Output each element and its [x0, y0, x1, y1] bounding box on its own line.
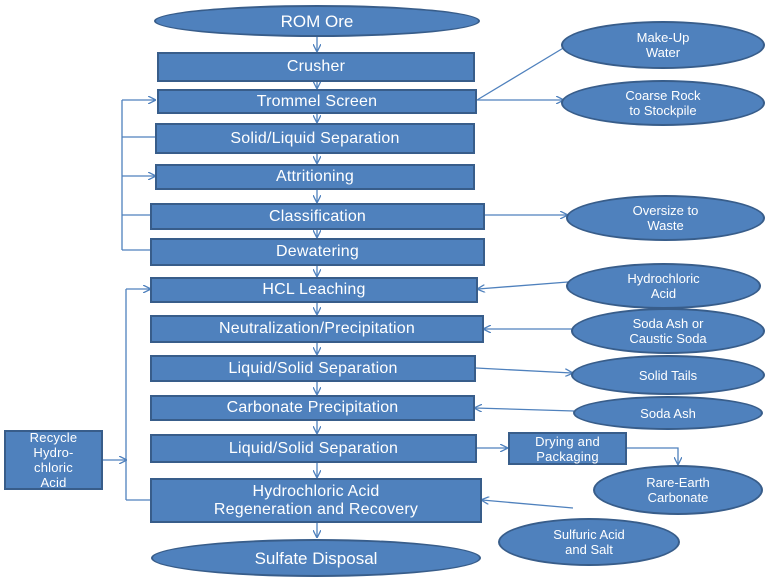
oversize-node: Oversize to Waste [566, 195, 765, 241]
rom-ore-node: ROM Ore [154, 5, 480, 37]
regeneration-label: Hydrochloric Acid Regeneration and Recov… [213, 482, 419, 518]
neutralization-label: Neutralization/Precipitation [219, 320, 415, 337]
rom-ore-label: ROM Ore [280, 11, 354, 31]
trommel-screen-label: Trommel Screen [256, 92, 378, 110]
crusher-box: Crusher [157, 52, 475, 82]
sulfuric-acid-node: Sulfuric Acid and Salt [498, 518, 680, 566]
carbonate-precipitation-box: Carbonate Precipitation [150, 395, 475, 421]
trommel-screen-box: Trommel Screen [157, 89, 477, 114]
hydrochloric-acid-node: Hydrochloric Acid [566, 263, 761, 309]
makeup-water-label: Make-Up Water [636, 30, 690, 60]
solid-liquid-separation-label: Solid/Liquid Separation [230, 129, 400, 147]
line-makeup-water [476, 46, 566, 101]
hcl-leaching-label: HCL Leaching [262, 281, 366, 298]
hydrochloric-acid-label: Hydrochloric Acid [627, 271, 700, 301]
crusher-label: Crusher [286, 58, 346, 75]
solid-tails-node: Solid Tails [571, 355, 765, 395]
sulfuric-acid-label: Sulfuric Acid and Salt [553, 527, 625, 557]
regeneration-box: Hydrochloric Acid Regeneration and Recov… [150, 478, 482, 523]
makeup-water-node: Make-Up Water [561, 21, 765, 69]
arrow-hydrochloric-acid [478, 281, 569, 289]
attritioning-box: Attritioning [155, 164, 475, 190]
drying-packaging-box: Drying and Packaging [508, 432, 627, 465]
neutralization-box: Neutralization/Precipitation [150, 315, 484, 343]
soda-caustic-label: Soda Ash or Caustic Soda [629, 316, 707, 346]
arrow-solid-tails [475, 367, 572, 373]
soda-caustic-node: Soda Ash or Caustic Soda [571, 308, 765, 354]
rare-earth-label: Rare-Earth Carbonate [646, 475, 710, 505]
drying-packaging-label: Drying and Packaging [535, 433, 600, 464]
sulfate-disposal-node: Sulfate Disposal [151, 539, 481, 577]
liquid-solid-separation-2-box: Liquid/Solid Separation [150, 434, 477, 463]
arrow-sulfuric-acid [482, 500, 574, 509]
rare-earth-node: Rare-Earth Carbonate [593, 465, 763, 515]
solid-tails-label: Solid Tails [638, 367, 698, 383]
solid-liquid-separation-box: Solid/Liquid Separation [155, 123, 475, 154]
liquid-solid-separation-1-box: Liquid/Solid Separation [150, 355, 476, 382]
soda-ash-node: Soda Ash [573, 396, 763, 430]
hcl-leaching-box: HCL Leaching [150, 277, 478, 303]
recycle-acid-label: Recycle Hydro- chloric Acid [29, 430, 78, 490]
arrow-soda-ash [475, 408, 575, 411]
soda-ash-label: Soda Ash [640, 405, 696, 421]
attritioning-label: Attritioning [276, 168, 354, 185]
recycle-acid-box: Recycle Hydro- chloric Acid [4, 430, 103, 490]
coarse-rock-label: Coarse Rock to Stockpile [625, 88, 701, 118]
classification-label: Classification [268, 207, 367, 225]
classification-box: Classification [150, 203, 485, 230]
liquid-solid-separation-2-label: Liquid/Solid Separation [228, 439, 399, 457]
liquid-solid-separation-1-label: Liquid/Solid Separation [228, 359, 398, 377]
arrow-rare-earth [627, 447, 678, 464]
dewatering-box: Dewatering [150, 238, 485, 266]
carbonate-precipitation-label: Carbonate Precipitation [226, 399, 399, 416]
oversize-label: Oversize to Waste [632, 203, 699, 233]
sulfate-disposal-label: Sulfate Disposal [254, 548, 378, 568]
coarse-rock-node: Coarse Rock to Stockpile [561, 80, 765, 126]
dewatering-label: Dewatering [276, 243, 359, 260]
